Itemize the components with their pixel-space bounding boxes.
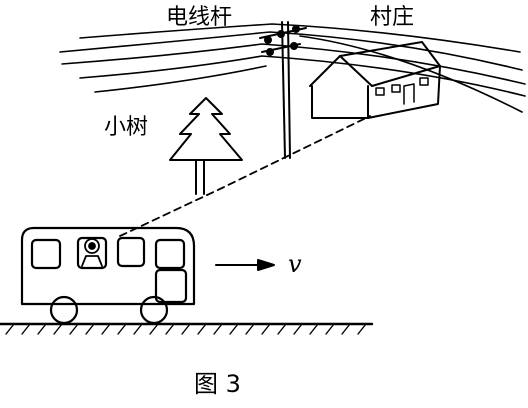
velocity-label: v [288,250,302,278]
village-label: 村庄 [370,5,414,30]
tree-label: 小树 [104,115,148,140]
tree-icon [169,97,243,195]
ground [0,322,374,335]
bus-icon [20,226,196,325]
velocity-arrow-icon [215,259,275,271]
pole-label: 电线杆 [166,5,232,30]
figure-caption: 图 3 [194,370,241,398]
utility-pole-icon [259,21,307,159]
house-icon [309,41,441,119]
passenger-icon [81,238,103,267]
power-lines [59,23,526,113]
line-of-sight [119,115,371,237]
